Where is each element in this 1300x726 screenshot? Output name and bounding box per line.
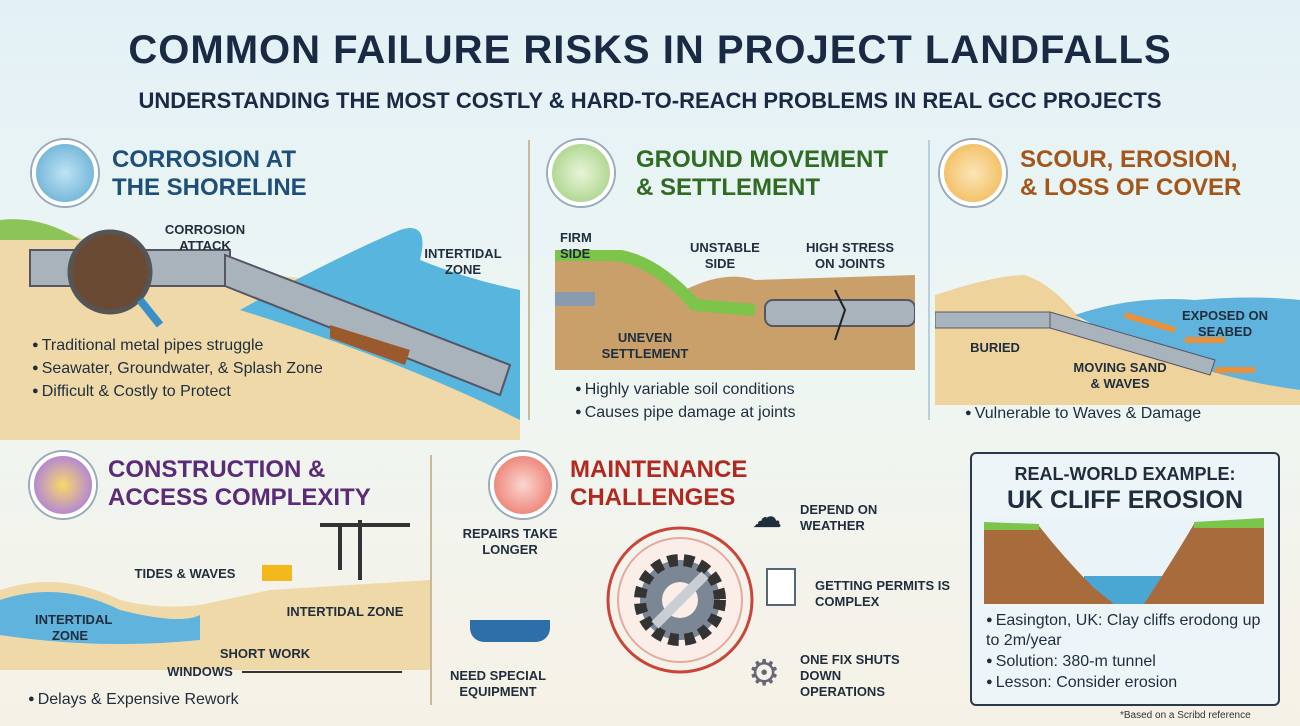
example-subtitle: UK CLIFF EROSION (1006, 486, 1244, 514)
label-uneven-settlement: UNEVEN SETTLEMENT (601, 330, 689, 361)
example-title: REAL-WORLD EXAMPLE: (1014, 464, 1236, 484)
timeline-line (242, 671, 402, 673)
bullet: Vulnerable to Waves & Damage (965, 402, 1201, 425)
corrosion-bullets: Traditional metal pipes struggle Seawate… (32, 334, 323, 403)
cloud-lightning-icon: ☁ (752, 501, 782, 534)
wrench-screwdriver-icon (490, 452, 556, 518)
corrosion-illustration (0, 219, 520, 440)
label-corrosion-attack: CORROSION ATTACK (164, 222, 246, 253)
bullet: Highly variable soil conditions (575, 378, 796, 401)
label-exposed-on-seabed: EXPOSED ON SEABED (1182, 308, 1268, 339)
label-high-stress: HIGH STRESS ON JOINTS (805, 240, 895, 271)
maintenance-item-shutdown: ONE FIX SHUTS DOWN OPERATIONS (800, 652, 900, 699)
label-tides-waves: TIDES & WAVES (134, 566, 236, 581)
panel-title-2: & LOSS OF COVER (1020, 174, 1242, 201)
footnote: *Based on a Scribd reference (1120, 710, 1251, 721)
maintenance-item-weather: DEPEND ON WEATHER (800, 502, 878, 533)
divider (528, 140, 530, 420)
bullet: Lesson: Consider erosion (986, 672, 1276, 693)
pipe-icon (32, 140, 98, 206)
panel-title: GROUND MOVEMENT (636, 146, 888, 173)
bullet: Traditional metal pipes struggle (32, 334, 323, 357)
panel-title: CONSTRUCTION & (108, 456, 326, 483)
panel-real-world-example: REAL-WORLD EXAMPLE: UK CLIFF EROSION Eas… (970, 452, 1280, 706)
bullet: Difficult & Costly to Protect (32, 380, 323, 403)
scour-bullets: Vulnerable to Waves & Damage (965, 402, 1201, 425)
construction-illustration (0, 520, 430, 670)
label-intertidal-zone-left: INTERTIDAL ZONE (35, 612, 113, 643)
bullet: Easington, UK: Clay cliffs erodong up to… (986, 610, 1276, 651)
label-windows: WINDOWS (167, 664, 233, 679)
maintenance-item-equipment: NEED SPECIAL EQUIPMENT (449, 668, 547, 699)
cliff-illustration (984, 518, 1264, 604)
gear-x-icon: ⚙ (748, 652, 781, 693)
wave-sand-icon (940, 140, 1006, 206)
label-short-work: SHORT WORK (219, 646, 311, 661)
ground-icon (548, 140, 614, 206)
page-subtitle: UNDERSTANDING THE MOST COSTLY & HARD-TO-… (138, 88, 1162, 113)
divider (928, 140, 930, 420)
divider (430, 455, 432, 705)
bullet: Solution: 380-m tunnel (986, 651, 1276, 672)
label-buried: BURIED (970, 340, 1020, 355)
label-intertidal-zone: INTERTIDAL ZONE (424, 246, 502, 277)
settlement-illustration (555, 250, 915, 370)
bullet: Seawater, Groundwater, & Splash Zone (32, 357, 323, 380)
example-bullets: Easington, UK: Clay cliffs erodong up to… (986, 610, 1276, 693)
page-title: COMMON FAILURE RISKS IN PROJECT LANDFALL… (128, 28, 1172, 72)
hard-hat-icon (30, 452, 96, 518)
permit-document-icon (766, 568, 796, 606)
panel-title: CORROSION AT (112, 146, 296, 173)
label-moving-sand: MOVING SAND & WAVES (1073, 360, 1167, 391)
maintenance-item-permits: GETTING PERMITS IS COMPLEX (815, 578, 951, 609)
maintenance-item-repairs: REPAIRS TAKE LONGER (462, 526, 558, 557)
panel-title-2: & SETTLEMENT (636, 174, 820, 201)
bullet: Causes pipe damage at joints (575, 401, 796, 424)
panel-title: MAINTENANCE (570, 456, 748, 483)
ship-icon (470, 620, 550, 642)
panel-title-2: THE SHORELINE (112, 174, 307, 201)
panel-title-2: CHALLENGES (570, 484, 736, 511)
panel-title: SCOUR, EROSION, (1020, 146, 1238, 173)
scour-illustration (935, 275, 1300, 405)
label-unstable-side: UNSTABLE SIDE (690, 240, 760, 271)
gear-wrench-icon (606, 526, 754, 674)
label-intertidal-zone-right: INTERTIDAL ZONE (286, 604, 404, 619)
label-firm-side: FIRM SIDE (560, 230, 592, 261)
ground-bullets: Highly variable soil conditions Causes p… (575, 378, 796, 424)
construction-bullets: Delays & Expensive Rework (28, 688, 239, 711)
bullet: Delays & Expensive Rework (28, 688, 239, 711)
panel-title-2: ACCESS COMPLEXITY (108, 484, 371, 511)
